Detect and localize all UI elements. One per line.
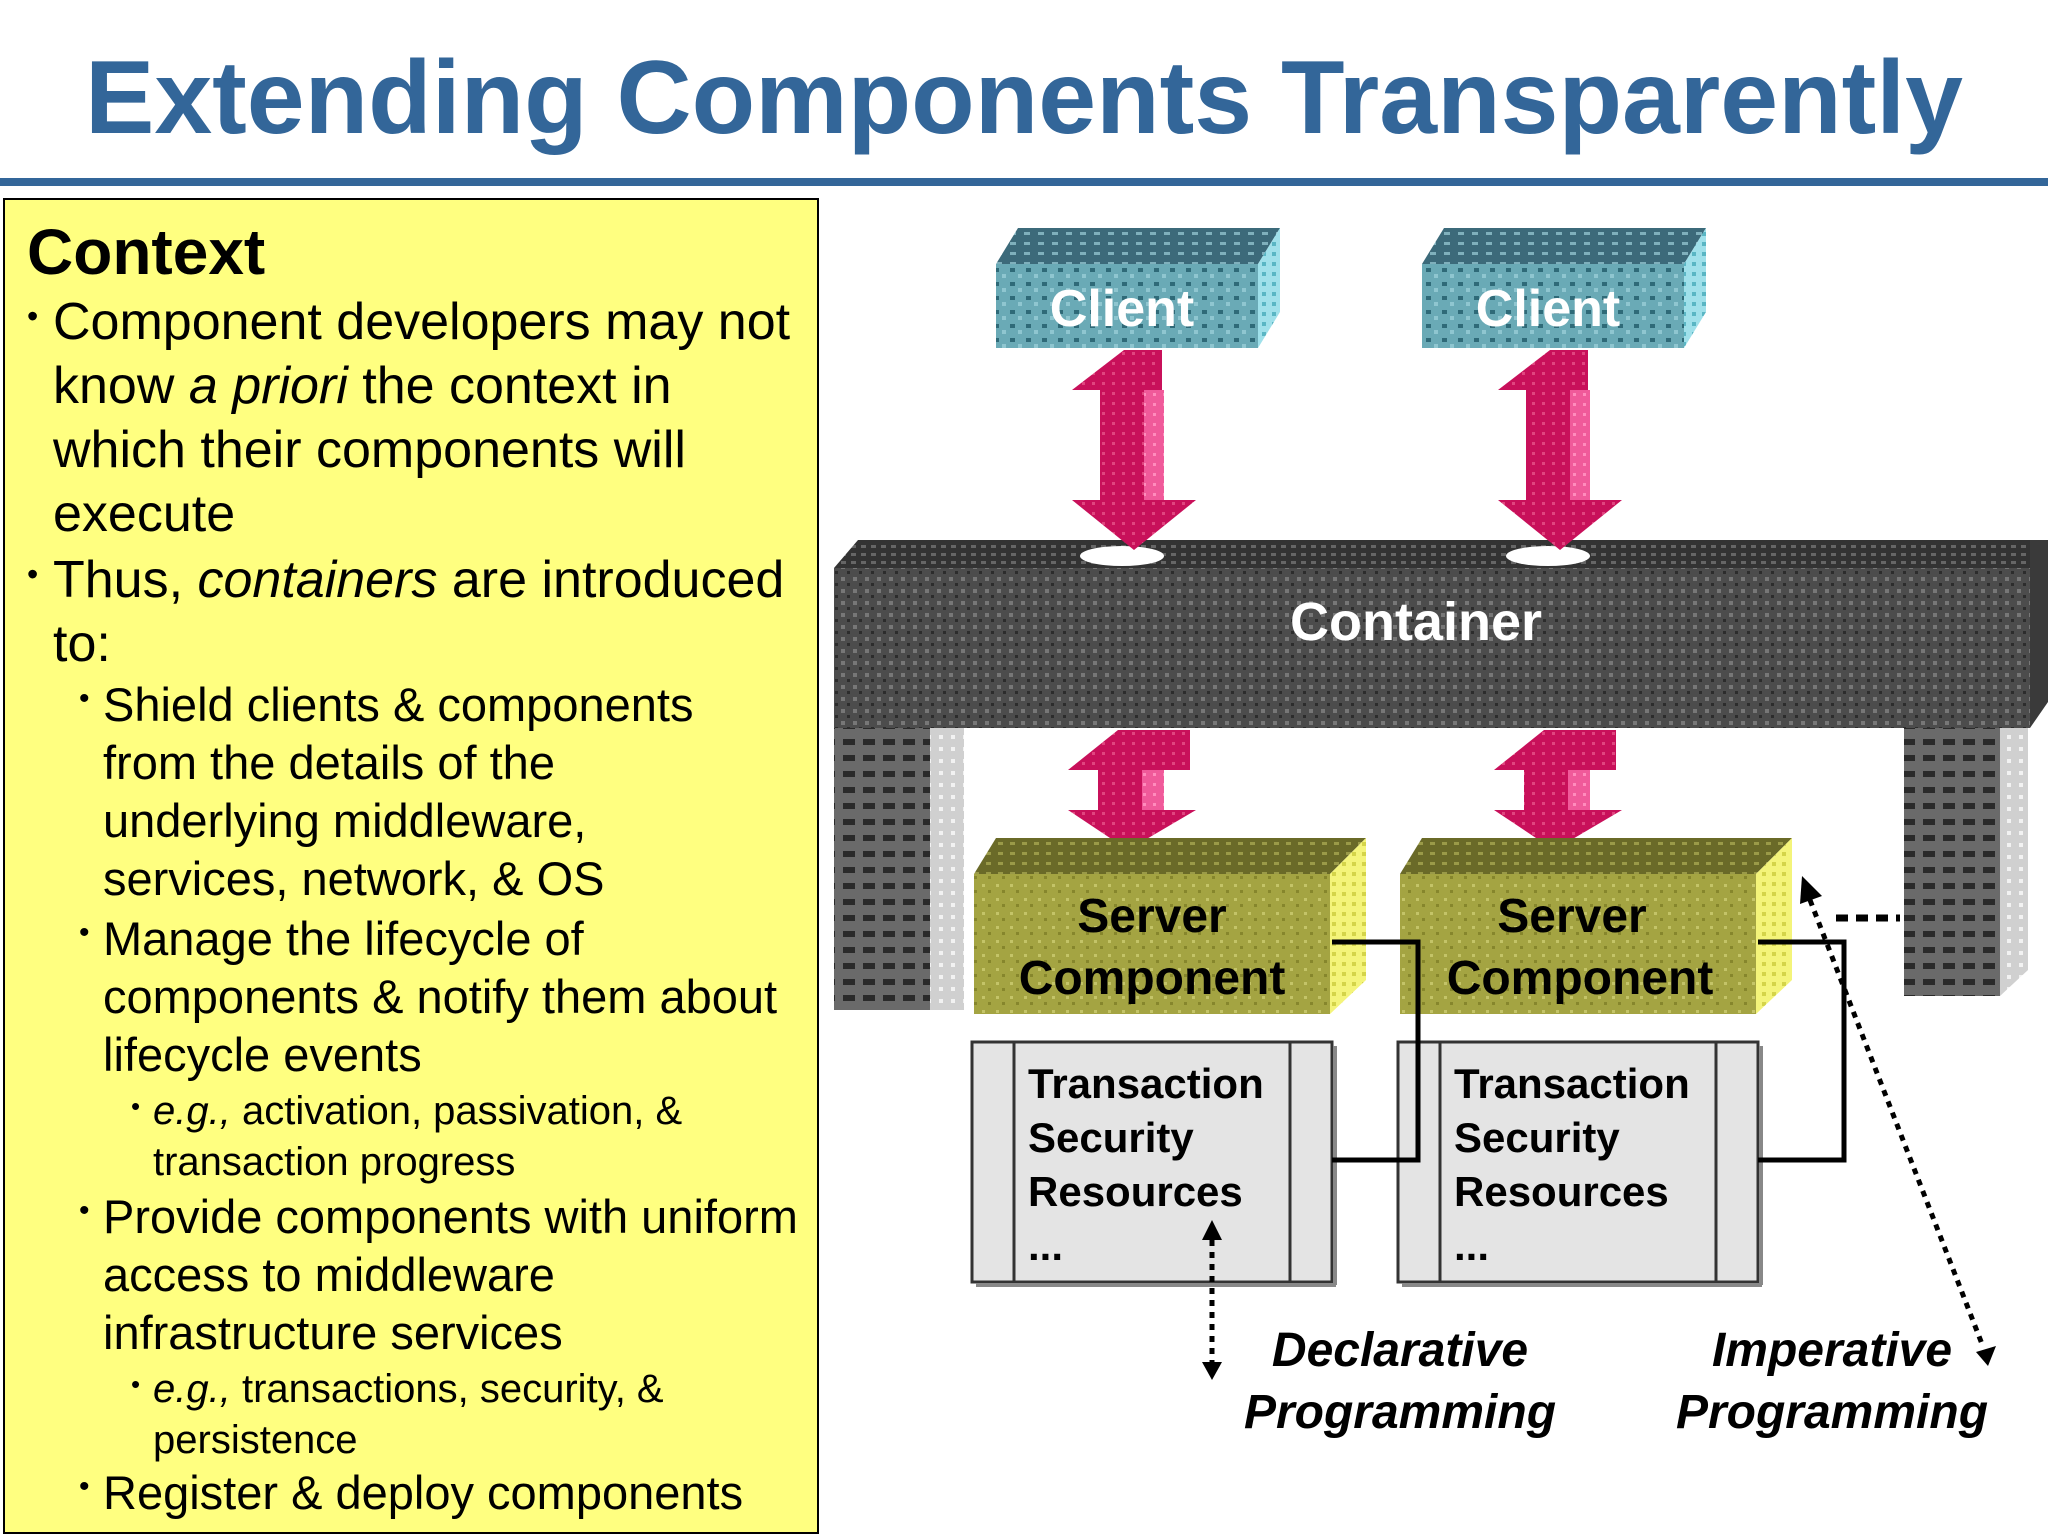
example-lifecycle: • e.g., activation, passivation, & trans…	[131, 1086, 781, 1188]
sub-bullet-lifecycle: • Manage the lifecycle of components & n…	[79, 910, 779, 1084]
client2-arrow-icon	[1498, 350, 1622, 550]
server1-services-connector	[1332, 939, 1421, 1163]
sub-bullet-lifecycle-text: Manage the lifecycle of components & not…	[103, 912, 778, 1081]
server2-services-connector	[1758, 939, 1847, 1163]
server1-arrow-icon	[1068, 730, 1196, 850]
bullet-dot: •	[79, 916, 90, 949]
imperative-label-line2: Programming	[1676, 1386, 1988, 1439]
client2-label: Client	[1476, 280, 1620, 338]
server2-label-line1: Server	[1497, 890, 1646, 943]
example-services-text: transactions, security, & persistence	[153, 1367, 664, 1462]
sub-bullet-access: • Provide components with uniform access…	[79, 1188, 799, 1362]
container-right-leg	[1904, 702, 2028, 996]
context-heading: Context	[27, 216, 266, 288]
sub-bullet-register-text: Register & deploy components	[103, 1466, 744, 1519]
bullet-dot: •	[79, 682, 90, 715]
services1-resources: Resources	[1028, 1168, 1243, 1215]
example-lifecycle-eg: e.g.,	[153, 1089, 231, 1133]
example-services-eg: e.g.,	[153, 1367, 231, 1411]
container-label: Container	[1290, 592, 1542, 652]
declarative-arrow-icon	[1202, 1220, 1222, 1380]
bullet-dot: •	[131, 1091, 141, 1121]
bullet-dot: •	[27, 298, 39, 334]
client1-port	[1080, 546, 1164, 566]
services1-transaction: Transaction	[1028, 1060, 1264, 1107]
bullet-developers-text-a: Component developers may not know	[53, 293, 791, 415]
services1-more: ...	[1028, 1222, 1063, 1269]
container-left-leg	[834, 728, 964, 1010]
example-lifecycle-text: activation, passivation, & transaction p…	[153, 1089, 683, 1184]
server2-box	[1400, 838, 1792, 1014]
sub-bullet-shield: • Shield clients & components from the d…	[79, 676, 779, 908]
declarative-label-line1: Declarative	[1272, 1324, 1528, 1377]
client2-port	[1506, 546, 1590, 566]
server2-arrow-icon	[1494, 730, 1622, 850]
bullet-dot: •	[79, 1470, 90, 1503]
server1-label-line1: Server	[1077, 890, 1226, 943]
bullet-dot: •	[27, 556, 39, 592]
bullet-developers-text-b: the context in which their components wi…	[53, 357, 686, 543]
bullet-developers-emphasis: a priori	[188, 357, 348, 415]
slide-title: Extending Components Transparently	[84, 40, 1964, 156]
server1-box	[974, 838, 1366, 1014]
bullet-developers: • Component developers may not know a pr…	[27, 290, 797, 546]
bullet-containers-text-b: are introduced to:	[53, 551, 785, 673]
services2-transaction: Transaction	[1454, 1060, 1690, 1107]
bullet-containers: • Thus, containers are introduced to:	[27, 548, 797, 676]
sub-bullet-register: • Register & deploy components	[79, 1464, 819, 1522]
sub-bullet-access-text: Provide components with uniform access t…	[103, 1190, 798, 1359]
bullet-containers-text-a: Thus,	[53, 551, 198, 609]
client2-box	[1422, 228, 1706, 348]
services2-resources: Resources	[1454, 1168, 1669, 1215]
bullet-containers-emphasis: containers	[197, 551, 438, 609]
services2-security: Security	[1454, 1114, 1620, 1161]
bullet-dot: •	[131, 1369, 141, 1399]
server2-label-line2: Component	[1447, 952, 1714, 1005]
example-services: • e.g., transactions, security, & persis…	[131, 1364, 781, 1466]
services2-box	[1396, 1040, 1763, 1287]
services1-box	[970, 1040, 1337, 1287]
services1-security: Security	[1028, 1114, 1194, 1161]
client1-box	[996, 228, 1280, 348]
context-panel: Context • Component developers may not k…	[3, 198, 819, 1534]
sub-bullet-shield-text: Shield clients & components from the det…	[103, 678, 694, 905]
server1-label-line2: Component	[1019, 952, 1286, 1005]
services2-more: ...	[1454, 1222, 1489, 1269]
title-divider	[0, 178, 2048, 186]
bullet-dot: •	[79, 1194, 90, 1227]
client1-arrow-icon	[1072, 350, 1196, 550]
client1-label: Client	[1050, 280, 1194, 338]
imperative-arrow-icon	[1800, 876, 1996, 1366]
imperative-label-line1: Imperative	[1712, 1324, 1952, 1377]
declarative-label-line2: Programming	[1244, 1386, 1556, 1439]
